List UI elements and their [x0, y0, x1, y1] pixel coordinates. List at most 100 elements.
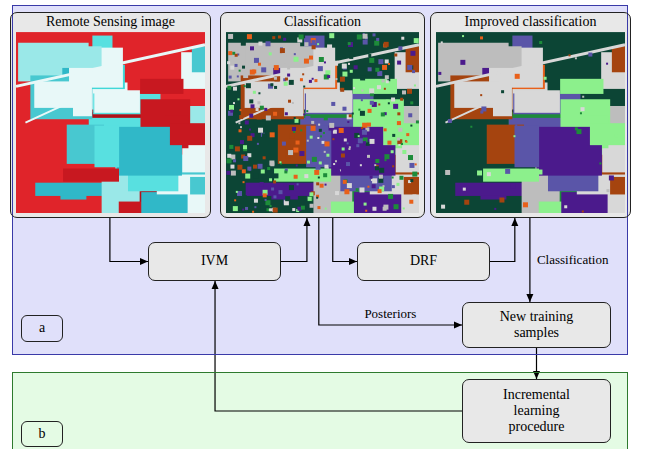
- map-noise: [227, 158, 232, 163]
- map-noise: [384, 88, 386, 90]
- map-noise: [317, 137, 319, 139]
- map-image: [16, 32, 205, 213]
- map-noise: [257, 143, 259, 145]
- map-noise: [361, 77, 363, 79]
- map-noise: [416, 120, 419, 123]
- map-noise: [317, 206, 320, 209]
- map-noise: [569, 54, 571, 56]
- map-noise: [284, 184, 287, 187]
- map-field: [306, 90, 353, 113]
- map-noise: [580, 112, 582, 114]
- map-noise: [253, 165, 257, 169]
- map-noise: [398, 46, 402, 50]
- map-noise: [362, 123, 367, 128]
- map-noise: [333, 61, 338, 66]
- map-noise: [379, 168, 384, 173]
- box-label: Incremental learning procedure: [491, 387, 583, 435]
- map-noise: [458, 199, 460, 201]
- map-noise: [371, 179, 373, 181]
- map-noise: [359, 187, 364, 192]
- map-noise: [320, 184, 324, 188]
- map-noise: [254, 199, 258, 203]
- map-noise: [244, 85, 246, 87]
- map-noise: [327, 44, 332, 49]
- map-noise: [374, 164, 376, 166]
- map-field: [612, 46, 625, 72]
- image-title: Remote Sensing image: [11, 14, 210, 30]
- map-noise: [333, 163, 335, 165]
- map-noise: [361, 127, 363, 129]
- map-noise: [300, 129, 302, 131]
- map-noise: [278, 36, 281, 39]
- map-noise: [264, 108, 267, 111]
- map-noise: [302, 73, 304, 75]
- map-noise: [397, 112, 400, 115]
- map-noise: [282, 53, 286, 57]
- map-noise: [342, 83, 344, 85]
- map-field: [561, 192, 607, 213]
- map-noise: [368, 54, 371, 57]
- map-noise: [477, 170, 482, 175]
- map-noise: [438, 72, 441, 75]
- map-noise: [372, 207, 376, 211]
- map-noise: [347, 121, 349, 123]
- map-noise: [263, 156, 266, 159]
- map-noise: [273, 195, 276, 198]
- map-noise: [383, 205, 388, 210]
- map-noise: [284, 82, 288, 86]
- map-noise: [357, 34, 362, 39]
- map-noise: [342, 72, 347, 77]
- map-noise: [323, 132, 325, 134]
- map-field: [35, 183, 106, 196]
- connector-line: [529, 218, 530, 302]
- map-noise: [269, 161, 274, 166]
- map-noise: [268, 84, 273, 89]
- map-image: [436, 32, 625, 213]
- arrow-head: [303, 218, 310, 226]
- map-noise: [344, 138, 347, 141]
- map-noise: [515, 74, 520, 79]
- map-noise: [288, 150, 293, 155]
- map-noise: [297, 207, 301, 211]
- map-noise: [309, 56, 313, 60]
- map-noise: [283, 38, 286, 41]
- map-noise: [271, 188, 274, 191]
- map-noise: [343, 180, 347, 184]
- map-noise: [285, 78, 288, 81]
- map-noise: [363, 141, 366, 144]
- box-label: New training samples: [487, 309, 587, 341]
- map-noise: [236, 191, 238, 193]
- map-noise: [377, 85, 381, 89]
- map-noise: [370, 160, 372, 162]
- map-noise: [329, 123, 334, 128]
- map-noise: [243, 145, 247, 149]
- map-noise: [336, 169, 340, 173]
- map-noise: [402, 90, 406, 94]
- map-noise: [249, 169, 251, 171]
- map-noise: [412, 70, 415, 73]
- map-noise: [227, 154, 231, 158]
- map-noise: [263, 193, 267, 197]
- map-field: [63, 169, 119, 182]
- map-noise: [242, 169, 246, 173]
- map-noise: [258, 42, 262, 46]
- map-noise: [250, 46, 254, 50]
- map-noise: [606, 63, 608, 65]
- map-field: [353, 79, 397, 94]
- map-noise: [480, 36, 483, 39]
- map-noise: [361, 89, 363, 91]
- map-noise: [260, 182, 264, 186]
- map-noise: [480, 94, 482, 96]
- map-noise: [319, 161, 322, 164]
- map-noise: [292, 102, 294, 104]
- map-noise: [336, 33, 339, 36]
- map-field: [406, 46, 419, 72]
- map-noise: [392, 134, 395, 137]
- map-noise: [316, 197, 318, 199]
- map-noise: [311, 121, 314, 124]
- connector: [110, 218, 148, 265]
- map-noise: [487, 172, 491, 176]
- map-noise: [252, 211, 254, 213]
- map-noise: [331, 102, 335, 106]
- map-noise: [323, 173, 327, 177]
